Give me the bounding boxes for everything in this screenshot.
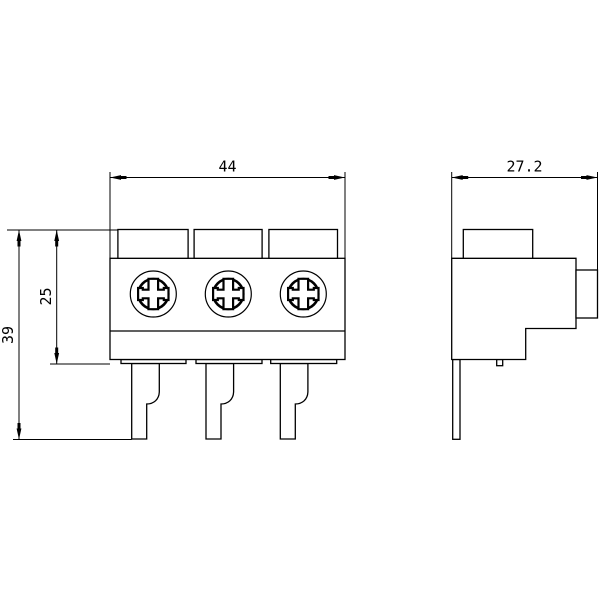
dim-label-side-depth: 27.2 (506, 158, 542, 176)
front-terminal-box-2 (193, 228, 263, 259)
side-body (451, 257, 577, 361)
dim-front-body-height: 25 (37, 230, 110, 365)
dim-front-width: 44 (109, 158, 346, 259)
screw-icon-2 (204, 269, 253, 319)
screw-icon-3 (278, 269, 328, 319)
dim-label-body-height: 25 (37, 287, 55, 305)
side-view (451, 228, 599, 440)
side-pin (452, 358, 461, 440)
dim-front-total-height: 39 (0, 229, 132, 440)
dim-label-front-width: 44 (218, 158, 236, 176)
side-tab (496, 358, 504, 367)
side-connector-block (575, 269, 599, 319)
screw-icon-1 (129, 269, 178, 319)
dim-side-depth: 27.2 (451, 158, 598, 270)
front-terminal-box-3 (268, 228, 339, 259)
dim-label-total-height: 39 (0, 326, 17, 344)
front-view (109, 228, 346, 440)
side-terminal-box (462, 228, 534, 259)
front-terminal-box-1 (117, 228, 189, 259)
